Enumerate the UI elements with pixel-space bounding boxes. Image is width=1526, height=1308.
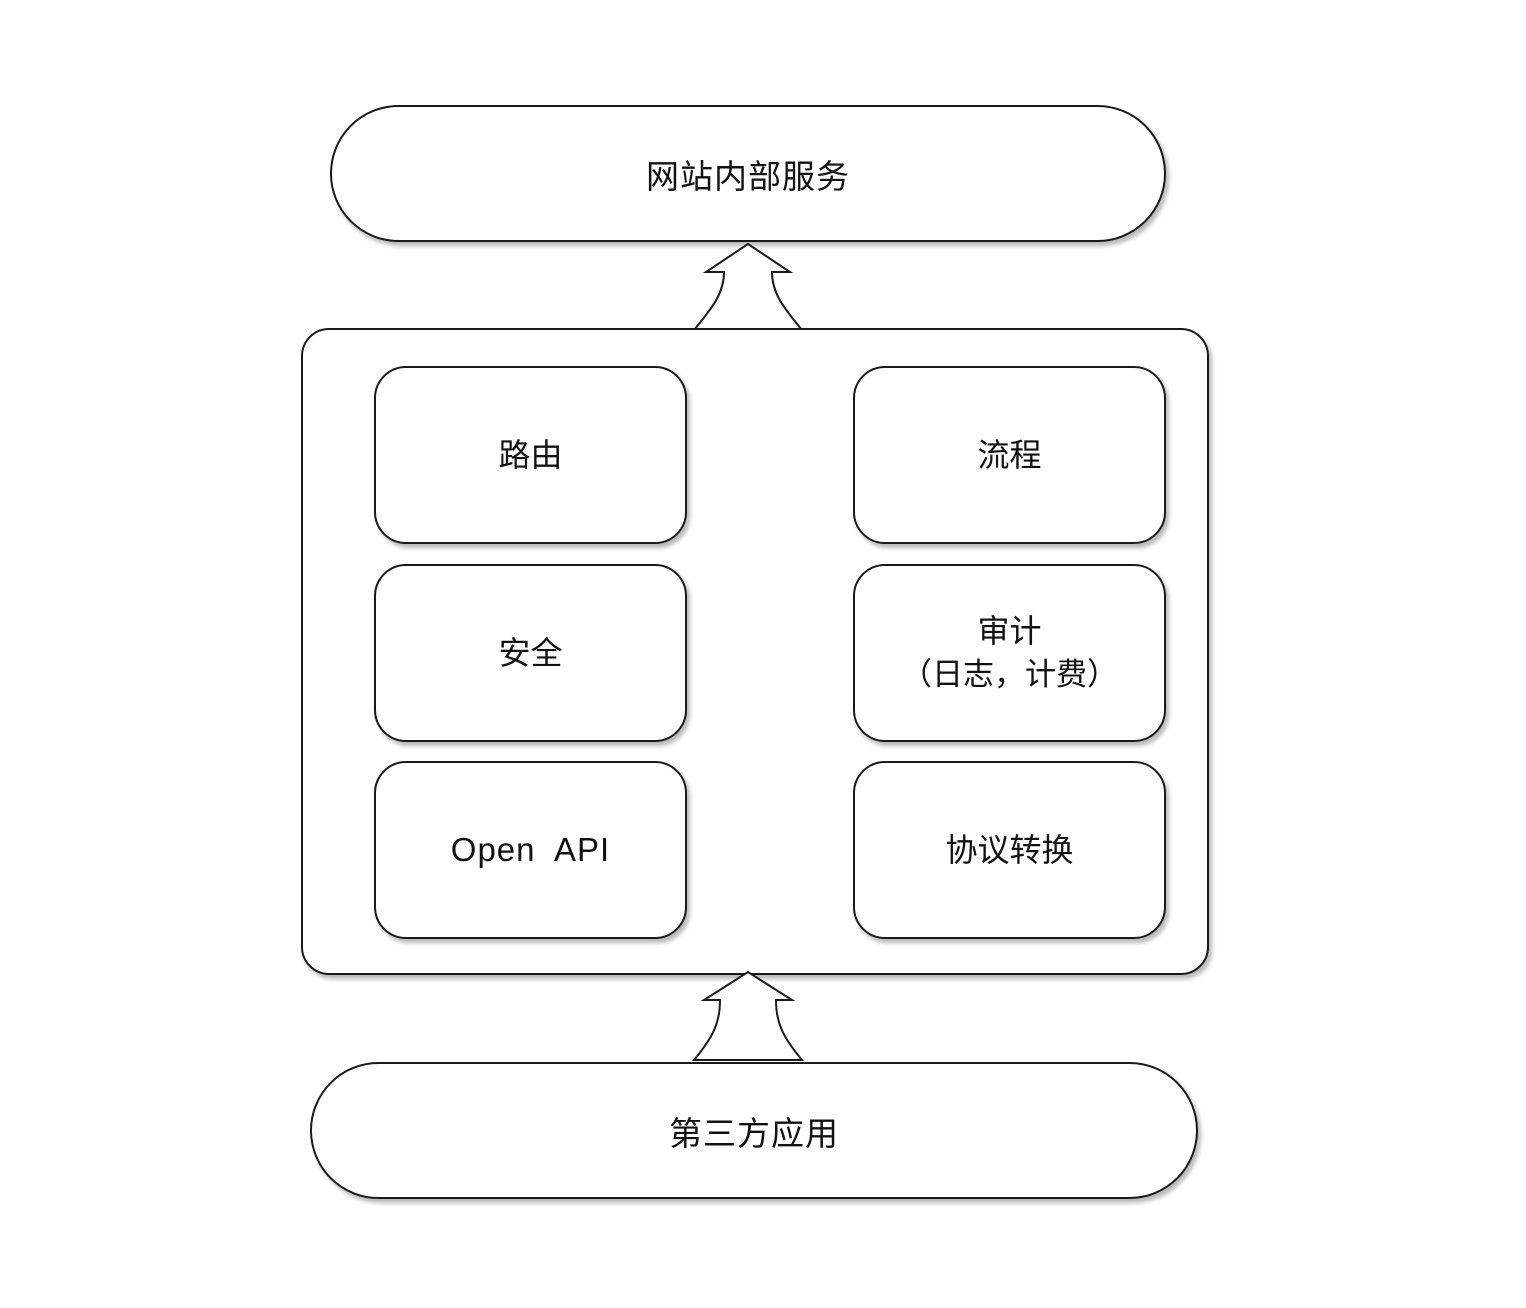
- third-party-apps-node: 第三方应用: [310, 1062, 1198, 1199]
- workflow-label: 流程: [977, 436, 1042, 474]
- internal-services-label: 网站内部服务: [646, 156, 850, 196]
- workflow-module: 流程: [853, 366, 1166, 544]
- arrow-gateway-to-services: [693, 242, 803, 331]
- protocol-conversion-module: 协议转换: [853, 761, 1166, 939]
- third-party-apps-label: 第三方应用: [669, 1113, 839, 1153]
- audit-title: 审计: [977, 612, 1042, 650]
- open-api-module: Open API: [374, 761, 687, 939]
- routing-label: 路由: [498, 436, 563, 474]
- internal-services-node: 网站内部服务: [330, 105, 1166, 242]
- arrow-apps-to-gateway: [691, 970, 805, 1061]
- protocol-conversion-label: 协议转换: [945, 831, 1074, 869]
- audit-module: 审计 （日志，计费）: [853, 564, 1166, 742]
- audit-detail: （日志，计费）: [901, 657, 1118, 693]
- open-api-label: Open API: [450, 831, 611, 868]
- security-label: 安全: [498, 634, 563, 672]
- routing-module: 路由: [374, 366, 687, 544]
- security-module: 安全: [374, 564, 687, 742]
